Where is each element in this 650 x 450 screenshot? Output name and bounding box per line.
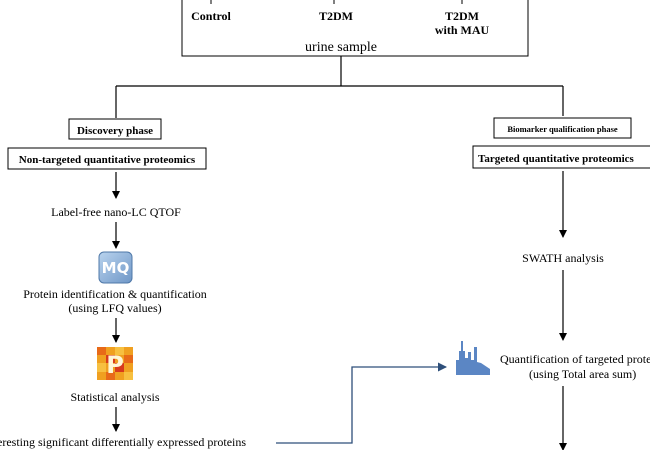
qualification-phase-box [493, 117, 632, 139]
targeted-label: Targeted quantitative proteomics [478, 153, 635, 165]
non-targeted-label: Non-targeted quantitative proteomics [19, 154, 196, 166]
step-swath: SWATH analysis [522, 251, 604, 265]
svg-text:MQ: MQ [102, 259, 130, 277]
discovery-to-qualification-connector [276, 362, 447, 444]
step-identification-line2: (using LFQ values) [68, 301, 161, 315]
step-interesting: eresting significant differentially expr… [0, 435, 246, 449]
sample-label: urine sample [305, 40, 377, 55]
svg-text:P: P [106, 351, 124, 379]
step-quant-line1: Quantification of targeted prote [500, 352, 650, 366]
maxquant-icon: MQ [98, 251, 133, 284]
group-control: Control [191, 9, 231, 23]
perseus-icon: P [97, 347, 133, 380]
group-t2dm: T2DM [319, 9, 353, 23]
step-statistical: Statistical analysis [71, 390, 160, 404]
step-quant-line2: (using Total area sum) [529, 367, 636, 381]
discovery-phase-label: Discovery phase [77, 125, 153, 137]
non-targeted-box [7, 147, 207, 170]
sample-box [181, 0, 529, 57]
step-lcqtof: Label-free nano-LC QTOF [51, 205, 181, 219]
step-identification-line1: Protein identification & quantification [23, 287, 207, 301]
qualification-phase-label: Biomarker qualification phase [507, 124, 618, 134]
group-t2dm-mau-line2: with MAU [435, 23, 490, 37]
skyline-icon [456, 341, 490, 375]
group-t2dm-mau-line1: T2DM [445, 9, 479, 23]
discovery-phase-box [68, 118, 162, 140]
targeted-box [472, 145, 650, 169]
